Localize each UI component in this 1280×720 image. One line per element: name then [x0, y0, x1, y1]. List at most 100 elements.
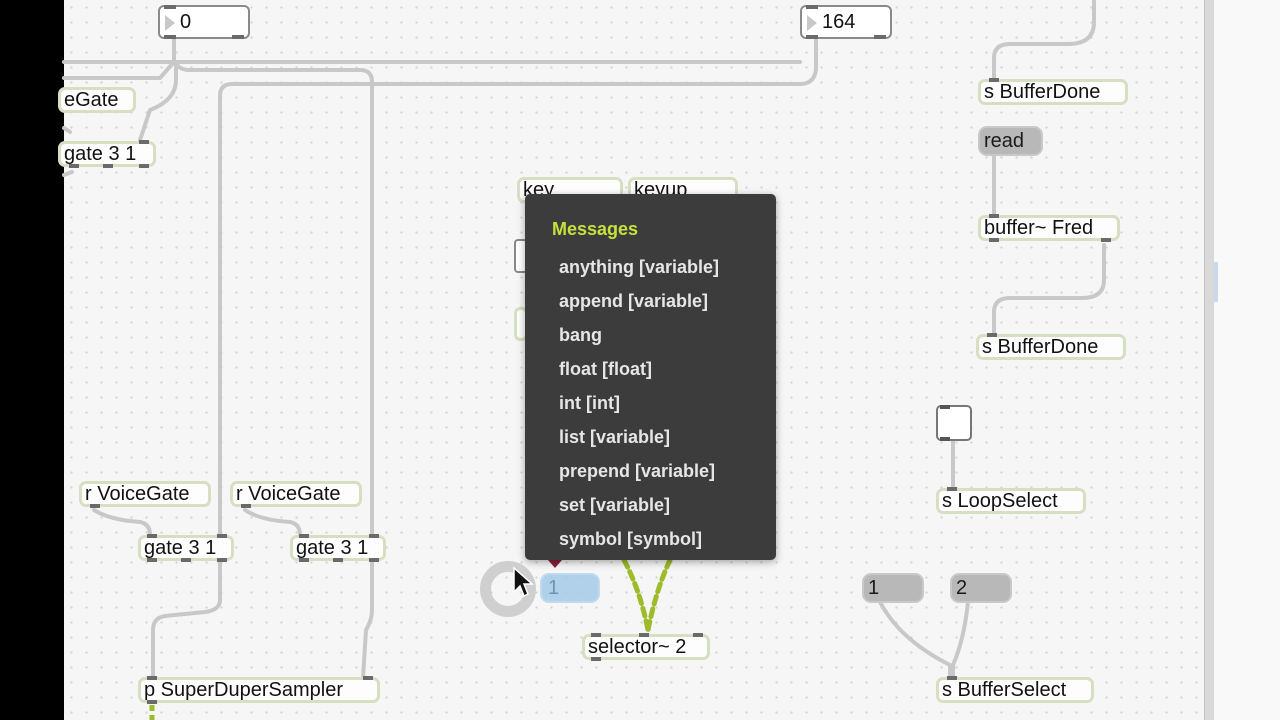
inlet[interactable]: [591, 633, 601, 637]
popup-item-bang[interactable]: bang: [559, 325, 602, 345]
message-label: read: [984, 130, 1025, 152]
message-1[interactable]: 1: [862, 573, 924, 603]
number-value: 0: [180, 11, 192, 33]
popup-item-set[interactable]: set [variable]: [559, 495, 671, 515]
object-label: gate 3 1: [64, 143, 137, 165]
object-gate-2[interactable]: gate 3 1: [290, 534, 386, 562]
popup-item-anything[interactable]: anything [variable]: [559, 257, 720, 277]
popup-item-prepend[interactable]: prepend [variable]: [559, 461, 716, 481]
object-p-superdupersampler[interactable]: p SuperDuperSampler: [138, 676, 380, 704]
messages-popup: Messages anything [variable] append [var…: [525, 194, 776, 560]
inlet[interactable]: [147, 534, 157, 538]
number-box-left[interactable]: 0: [158, 5, 250, 39]
popup-item-list[interactable]: list [variable]: [559, 427, 671, 447]
object-r-voicegate-1[interactable]: r VoiceGate: [79, 481, 211, 508]
inlet[interactable]: [164, 5, 176, 9]
outlet[interactable]: [940, 437, 950, 441]
message-label: 2: [956, 577, 968, 599]
outlet[interactable]: [69, 164, 79, 168]
edge-marker: [1214, 262, 1218, 302]
outlet[interactable]: [369, 558, 379, 562]
inlet[interactable]: [806, 5, 818, 9]
object-s-bufferdone-1[interactable]: s BufferDone: [978, 78, 1128, 105]
outlet[interactable]: [1101, 238, 1111, 242]
outlet[interactable]: [299, 558, 309, 562]
number-triangle-icon: [807, 15, 817, 31]
popup-item-float[interactable]: float [float]: [559, 359, 652, 379]
outlet[interactable]: [181, 558, 191, 562]
number-box-right[interactable]: 164: [800, 5, 892, 39]
object-s-loopselect[interactable]: s LoopSelect: [936, 487, 1086, 514]
object-buffer-fred[interactable]: buffer~ Fred: [978, 214, 1120, 242]
object-label: s BufferSelect: [942, 679, 1067, 701]
object-label: selector~ 2: [588, 636, 687, 658]
patch-cord: [62, 126, 72, 134]
signal-cord: [645, 557, 673, 633]
popup-title: Messages: [552, 219, 639, 239]
outlet[interactable]: [164, 35, 176, 39]
object-s-bufferdone-2[interactable]: s BufferDone: [976, 333, 1126, 360]
outlet[interactable]: [241, 504, 251, 508]
inlet[interactable]: [363, 676, 373, 680]
inlet[interactable]: [989, 214, 999, 218]
outlet[interactable]: [103, 164, 113, 168]
inlet[interactable]: [639, 633, 649, 637]
outlet[interactable]: [874, 35, 886, 39]
outlet[interactable]: [232, 35, 244, 39]
signal-cord: [621, 557, 651, 633]
object-label: p SuperDuperSampler: [144, 679, 343, 701]
object-label: gate 3 1: [296, 537, 369, 559]
object-label: s BufferDone: [984, 81, 1101, 103]
patch-cord: [951, 600, 970, 680]
inlet[interactable]: [147, 676, 157, 680]
object-label: s BufferDone: [982, 336, 1099, 358]
patch-cord: [992, 0, 1096, 82]
inlet[interactable]: [987, 333, 997, 337]
object-label: s LoopSelect: [942, 490, 1058, 512]
outlet[interactable]: [989, 238, 999, 242]
patch-cord: [243, 508, 302, 537]
outlet[interactable]: [806, 35, 818, 39]
patch-cord: [92, 508, 152, 537]
message-label: 1: [868, 577, 880, 599]
message-read[interactable]: read: [978, 126, 1043, 156]
toggle[interactable]: [936, 405, 972, 441]
number-triangle-icon: [165, 15, 175, 31]
outlet[interactable]: [217, 558, 227, 562]
object-gate-top[interactable]: gate 3 1: [58, 140, 156, 168]
inlet[interactable]: [299, 534, 309, 538]
patch-cord: [878, 600, 952, 680]
outlet[interactable]: [90, 504, 100, 508]
patch-cord: [151, 36, 818, 680]
object-selector[interactable]: selector~ 2: [582, 633, 710, 661]
outlet[interactable]: [139, 164, 149, 168]
inlet[interactable]: [947, 676, 957, 680]
inlet[interactable]: [989, 78, 999, 82]
loading-spinner-icon: [480, 561, 536, 617]
popup-item-append[interactable]: append [variable]: [559, 291, 709, 311]
object-s-bufferselect[interactable]: s BufferSelect: [936, 676, 1094, 703]
popup-item-symbol[interactable]: symbol [symbol]: [559, 529, 703, 549]
inlet[interactable]: [139, 140, 149, 144]
outlet[interactable]: [147, 558, 157, 562]
object-r-voicegate-2[interactable]: r VoiceGate: [230, 481, 362, 508]
outlet[interactable]: [147, 700, 157, 704]
patch-cord: [174, 60, 374, 537]
message-2[interactable]: 2: [950, 573, 1012, 603]
object-voicegate-partial[interactable]: eGate: [58, 87, 136, 113]
object-label: gate 3 1: [144, 537, 217, 559]
inlet[interactable]: [693, 633, 703, 637]
inlet[interactable]: [947, 487, 957, 491]
inlet[interactable]: [940, 405, 950, 409]
object-gate-1[interactable]: gate 3 1: [138, 534, 234, 562]
popup-item-int[interactable]: int [int]: [559, 393, 620, 413]
outlet[interactable]: [333, 558, 343, 562]
inlet[interactable]: [217, 534, 227, 538]
message-label: 1: [548, 577, 560, 599]
inlet[interactable]: [369, 534, 379, 538]
outlet[interactable]: [591, 657, 601, 661]
message-highlighted[interactable]: 1: [540, 573, 600, 603]
object-label: r VoiceGate: [85, 483, 190, 505]
scrollbar[interactable]: [1204, 0, 1215, 720]
